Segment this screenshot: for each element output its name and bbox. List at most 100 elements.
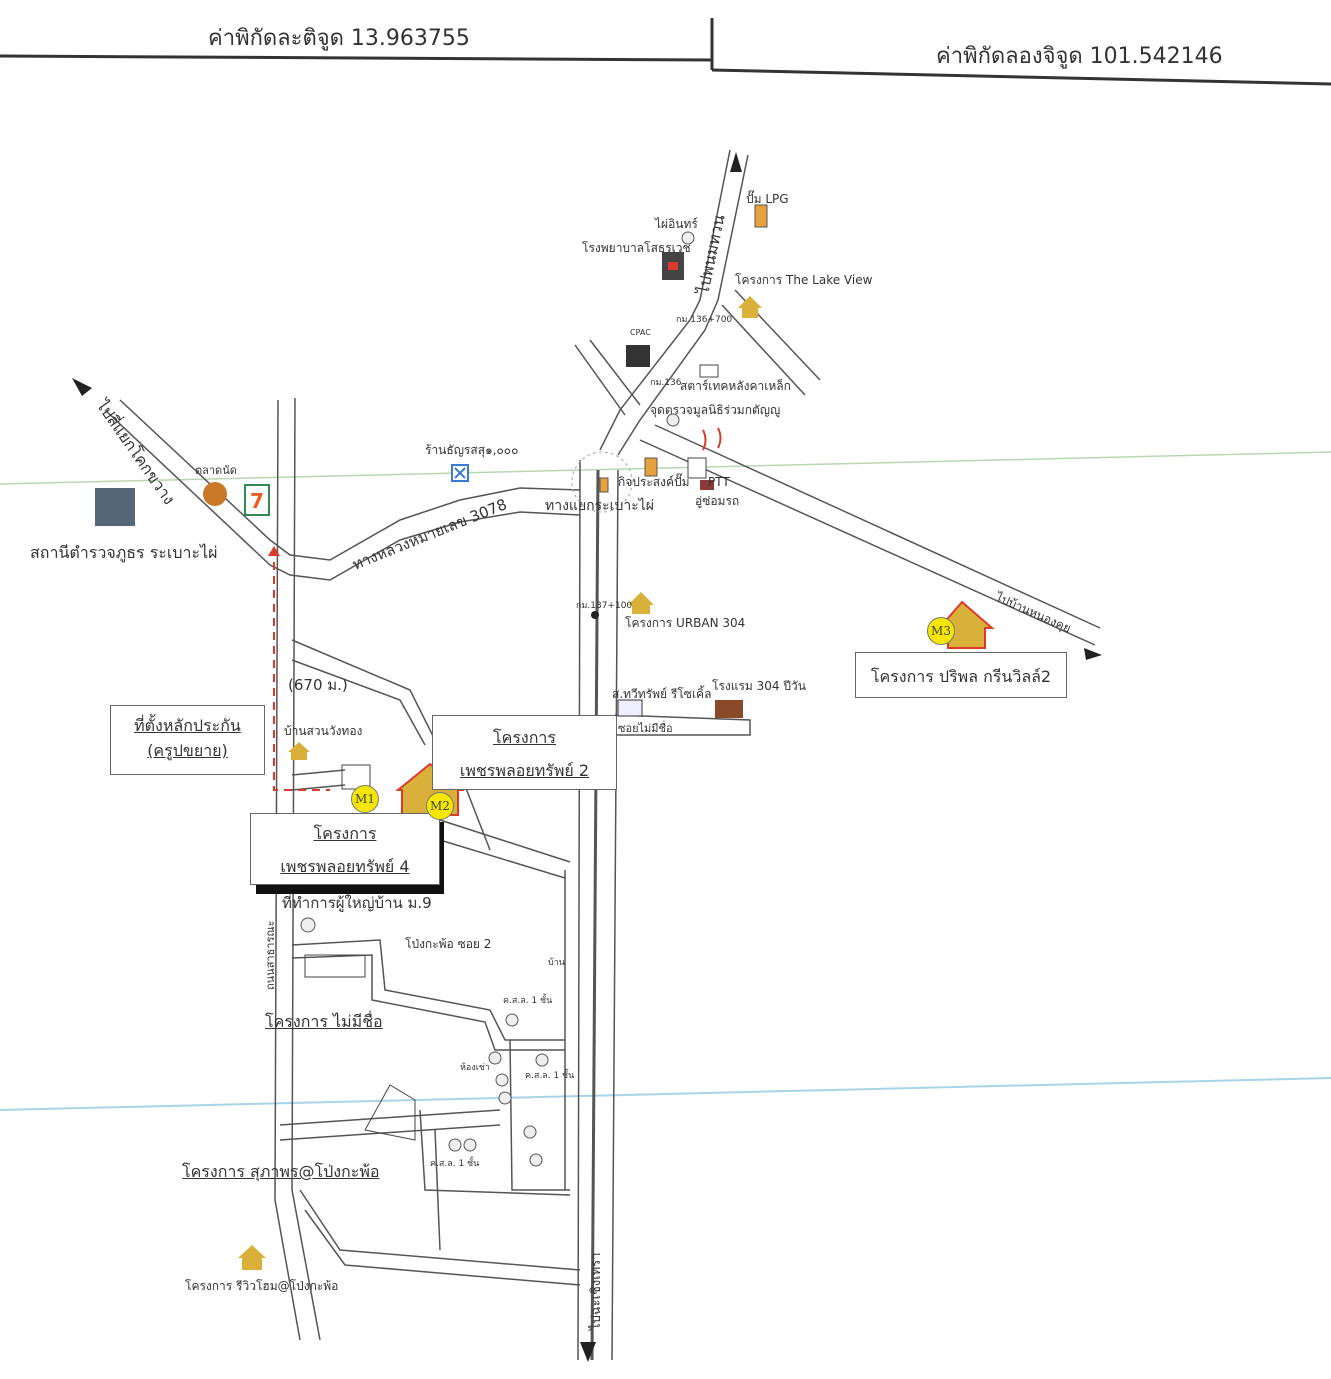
road-north-b xyxy=(617,154,749,456)
house-dot-8-icon xyxy=(448,1138,462,1152)
route-to-collateral xyxy=(273,548,330,791)
factory-icon xyxy=(626,345,650,367)
longitude-label: ค่าพิกัดลองจิจูด 101.542146 xyxy=(936,44,1223,69)
header-lines xyxy=(0,18,1331,86)
road-local-a xyxy=(274,399,301,1341)
marker-m2: M2 xyxy=(426,792,454,820)
road-branch-5 xyxy=(439,819,571,863)
label-hotel-304: โรงแรม 304 ปีวัน xyxy=(712,679,806,693)
project-petch2-box: โครงการ เพชรพลอยทรัพย์ 2 xyxy=(432,715,617,790)
project-petch4-box: โครงการ เพชรพลอยทรัพย์ 4 xyxy=(250,813,440,885)
direction-arrows xyxy=(72,152,1102,1362)
arrow-northwest-icon xyxy=(72,378,92,396)
label-storey-1b: ค.ส.ล. 1 ชั้น xyxy=(525,1068,574,1081)
label-storey-1c: ค.ส.ล. 1 ชั้น xyxy=(430,1156,479,1169)
house-icon-urban xyxy=(628,592,654,614)
scan-line-green xyxy=(0,451,1331,485)
road-ne-b xyxy=(721,304,806,396)
road-cpac-b xyxy=(589,339,641,406)
hotel-icon xyxy=(715,700,743,718)
house-icon-review xyxy=(238,1245,266,1270)
label-checkpoint: จุดตรวจมูลนิธิร่วมกตัญญู xyxy=(650,403,780,418)
label-lpg: ปั๊ม LPG xyxy=(746,190,789,206)
road-branch-13 xyxy=(279,1124,501,1141)
place-dot-icon xyxy=(681,231,695,245)
label-cpac: CPAC xyxy=(630,328,651,337)
label-car-repair: อู่ซ่อมรถ xyxy=(695,494,739,509)
road-local-b xyxy=(291,397,321,1341)
project-pripol-box: โครงการ ปริพล กรีนวิลล์2 xyxy=(855,652,1067,698)
label-distance: (670 ม.) xyxy=(288,676,348,694)
road-branch-3 xyxy=(291,769,346,776)
office-dot-icon xyxy=(300,917,316,933)
project-supaporn-label: โครงการ สุภาพร@โป่งกะพ้อ xyxy=(182,1162,380,1181)
road-soi-no-name xyxy=(614,714,751,736)
label-review-home: โครงการ รีวิวโฮม@โป่งกะพ้อ xyxy=(185,1279,338,1293)
plot-lot-icon xyxy=(364,1084,416,1141)
collateral-line2: (ครูปขยาย) xyxy=(147,741,228,760)
coordinates-header: ค่าพิกัดละติจูด 13.963755 ค่าพิกัดลองจิจ… xyxy=(0,0,1331,90)
road-label-chachoengsao: ไปฉะเชิงเทรา xyxy=(588,1252,604,1331)
petch2-line1: โครงการ xyxy=(493,728,556,747)
petch4-line2: เพชรพลอยทรัพย์ 4 xyxy=(280,857,410,876)
km-label-136-700: กม.136+700 xyxy=(676,315,732,325)
label-junction: ทางแยกระเบาะไผ่ xyxy=(545,497,654,514)
road-branch-17 xyxy=(419,1109,571,1196)
km-label-136: กม.136 xyxy=(650,378,682,388)
label-kitprasong: กิจประสงค์ปั๊ม xyxy=(618,473,690,489)
road-3078-a xyxy=(119,399,581,561)
road-label-public: ถนนสาธารณะ xyxy=(264,920,277,990)
road-east-a xyxy=(639,439,1096,646)
hot-spring-icon xyxy=(702,427,722,451)
shop-x-icon xyxy=(454,467,466,479)
project-no-name-label: โครงการ ไม่มีชื่อ xyxy=(265,1012,383,1031)
pump-icon xyxy=(599,477,609,493)
house-dot-6-icon xyxy=(523,1125,537,1139)
label-urban-304: โครงการ URBAN 304 xyxy=(625,616,745,630)
road-branch-10 xyxy=(509,1039,570,1191)
pripol-label: โครงการ ปริพล กรีนวิลล์2 xyxy=(870,667,1052,686)
road-north-a xyxy=(599,149,731,451)
seven-eleven-icon xyxy=(244,484,270,516)
hospital-cross-icon xyxy=(668,262,678,270)
road-branch-8 xyxy=(291,939,565,1041)
label-resort: ส.ทวีทรัพย์ รีโซเคิ้ล xyxy=(612,685,711,701)
house-dot-9-icon xyxy=(463,1138,477,1152)
seven-eleven-glyph: 7 xyxy=(250,489,264,513)
road-branch-1 xyxy=(291,639,441,751)
road-network xyxy=(104,149,1101,1361)
building-icon xyxy=(699,364,719,378)
house-dot-5-icon xyxy=(535,1053,549,1067)
market-icon xyxy=(203,482,227,506)
label-lake-view: โครงการ The Lake View xyxy=(735,273,873,287)
road-cpac-a xyxy=(574,344,626,416)
gas-station-icon xyxy=(644,457,658,477)
collateral-line1: ที่ตั้งหลักประกัน xyxy=(134,716,241,735)
arrow-north-icon xyxy=(730,152,742,172)
house-dot-2-icon xyxy=(488,1051,502,1065)
house-dot-7-icon xyxy=(529,1153,543,1167)
road-south-a xyxy=(577,459,581,1361)
road-label-panthong: ไปพนมทวน xyxy=(693,213,729,298)
label-phai-in: ไผ่อินทร์ xyxy=(654,217,698,231)
checkpoint-dot-icon xyxy=(666,413,680,427)
label-room-rent: ห้องเช่า xyxy=(460,1062,490,1073)
label-suan-wang-thong: บ้านสวนวังทอง xyxy=(284,724,362,738)
arrow-south-icon xyxy=(580,1342,596,1362)
house-dot-4-icon xyxy=(498,1091,512,1105)
marker-m3: M3 xyxy=(927,617,955,645)
label-ptt: PTT xyxy=(708,475,730,489)
arrow-east-icon xyxy=(1084,648,1102,660)
label-start-tech: สตาร์เทคหลังคาเหล็ก xyxy=(680,378,791,393)
ptt-icon xyxy=(687,457,707,479)
gas-pump-icon xyxy=(754,204,768,228)
label-hospital: โรงพยาบาลโสธรเวช xyxy=(582,241,691,255)
house-dot-1-icon xyxy=(505,1013,519,1027)
label-shop-1000: ร้านธัญรสสุ๑,๐๐๐ xyxy=(425,443,518,458)
resort-icon xyxy=(617,699,643,717)
road-branch-2 xyxy=(291,659,426,746)
label-police-station: สถานีตำรวจภูธร ระเบาะไผ่ xyxy=(30,543,218,563)
road-branch-15 xyxy=(299,1189,581,1271)
house-dot-3-icon xyxy=(495,1073,509,1087)
